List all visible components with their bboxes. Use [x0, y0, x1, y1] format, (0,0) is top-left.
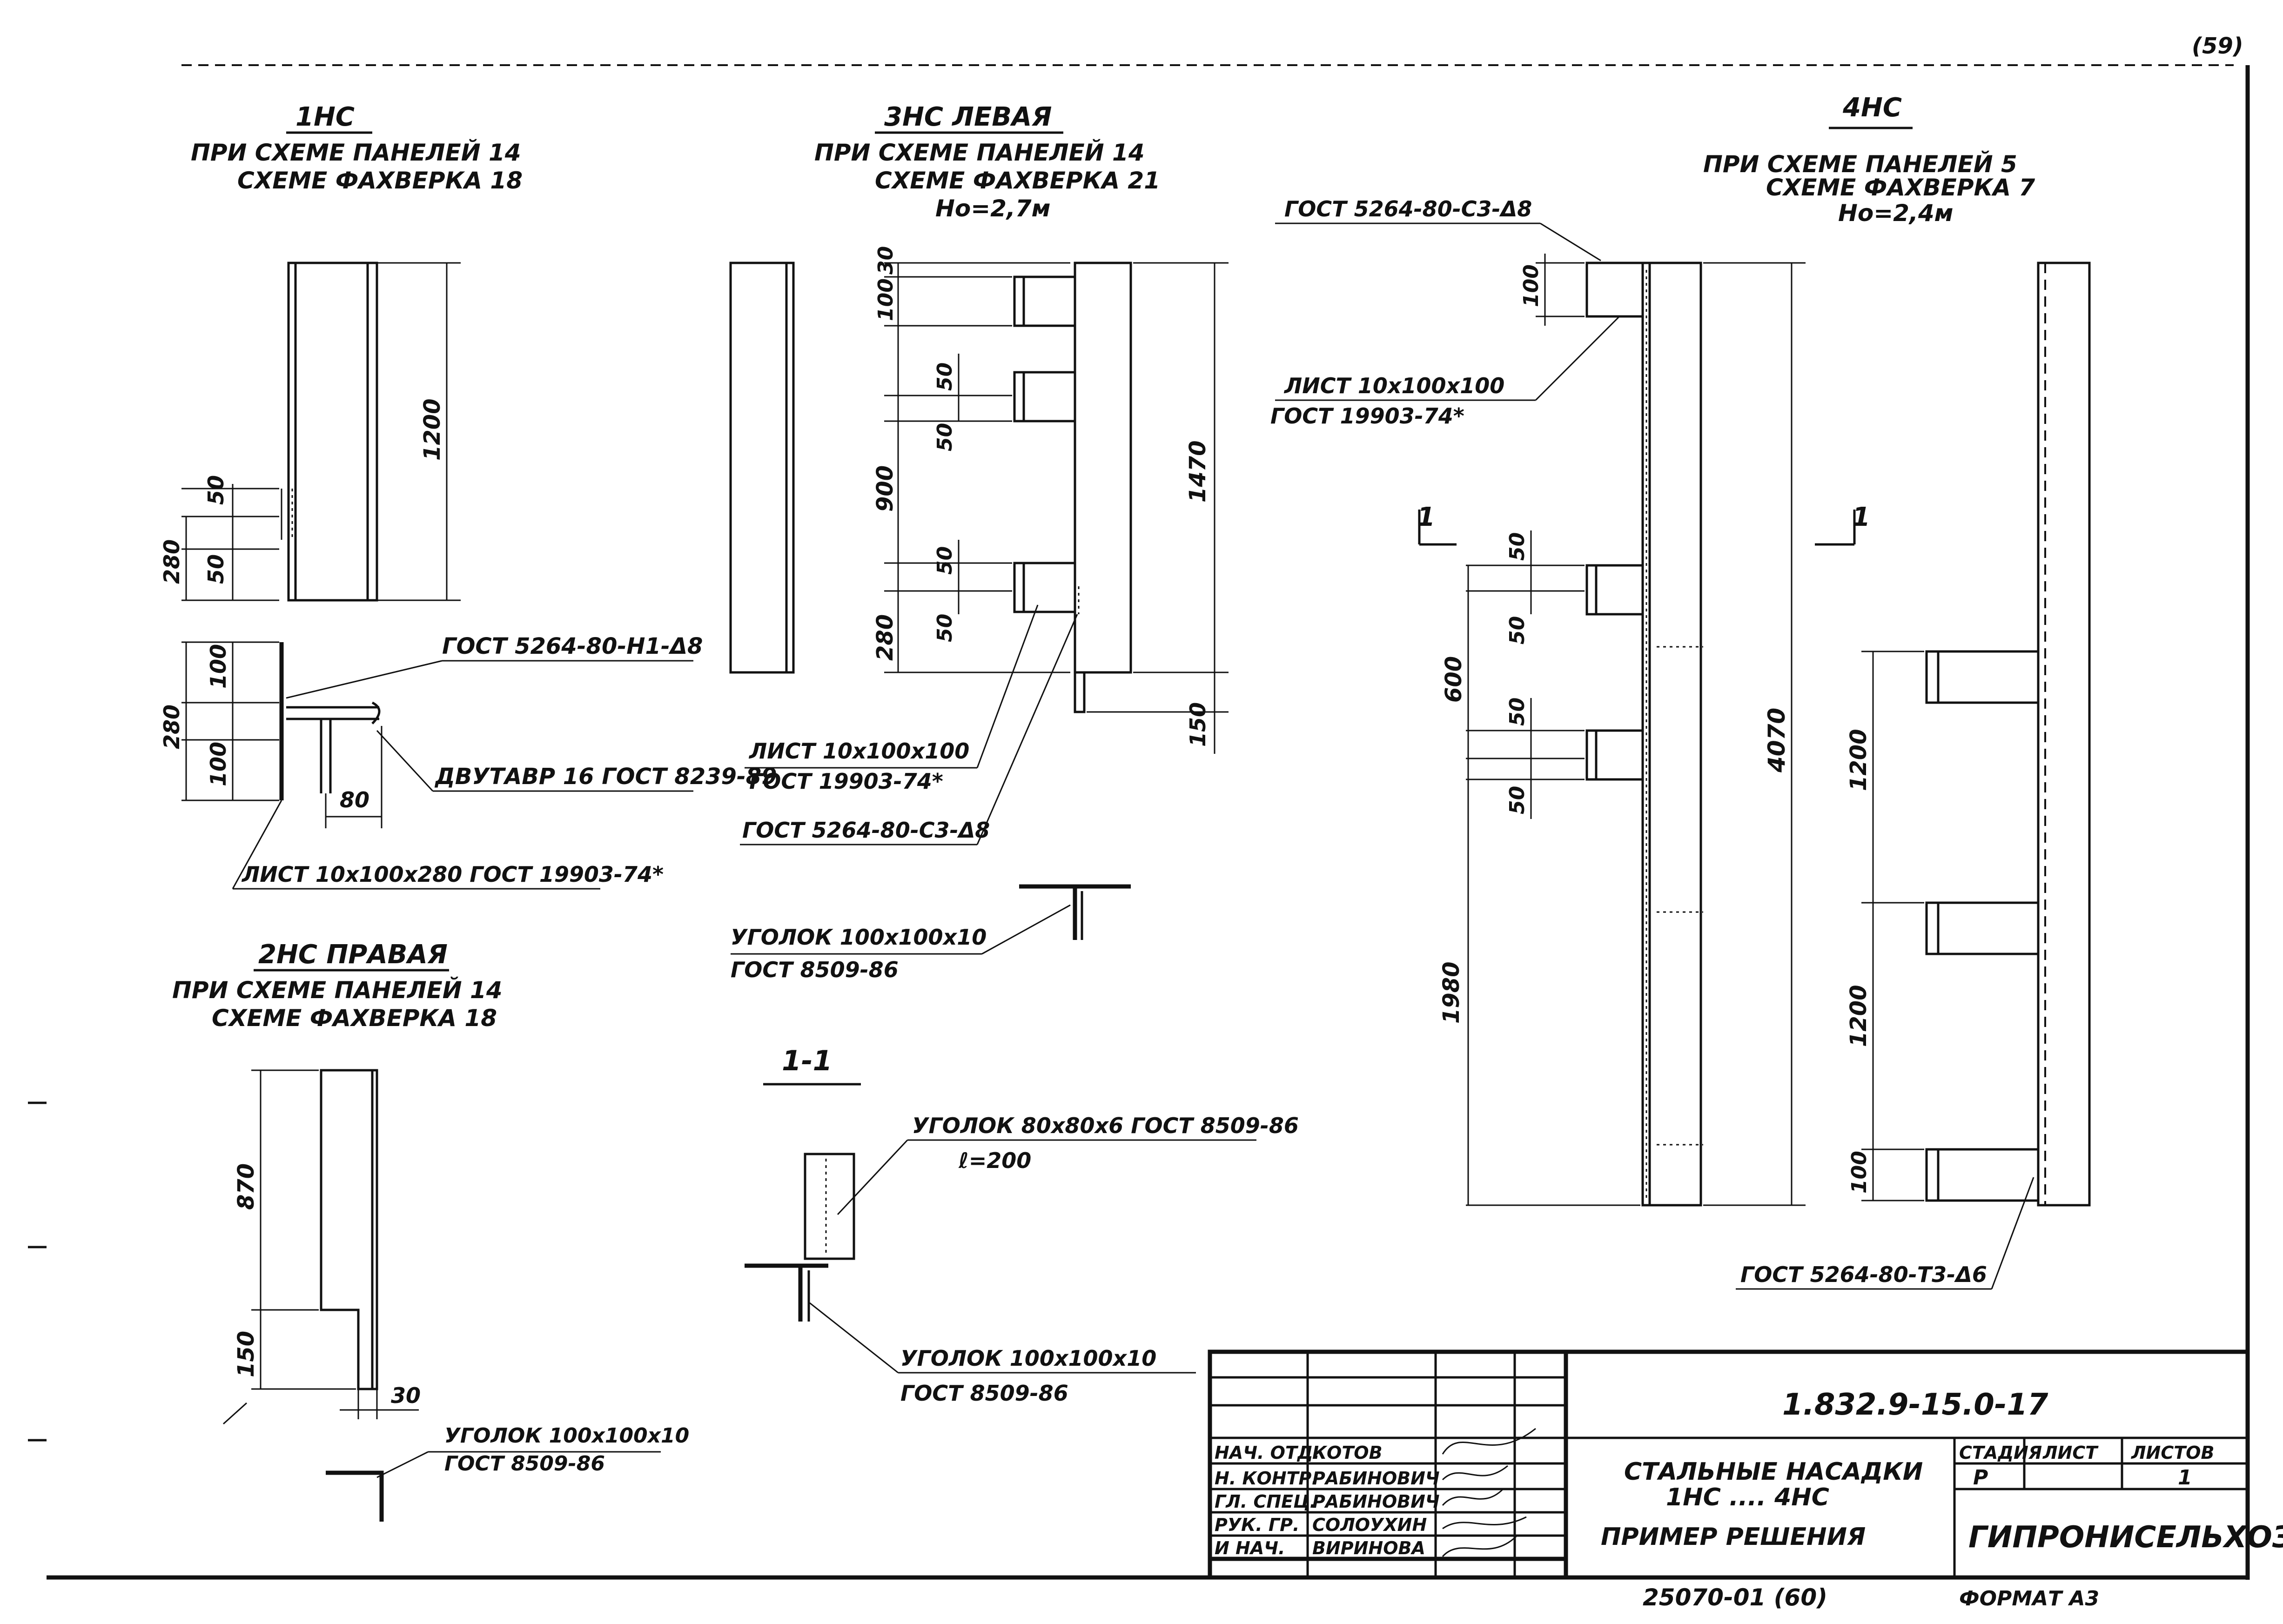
nc3-dim-50b: 50: [933, 423, 957, 451]
title-role-2: Н. КОНТР.: [1215, 1468, 1318, 1489]
title-block: 1.832.9-15.0-17 НАЧ. ОТД. КОТОВ Н. КОНТР…: [1208, 1349, 2283, 1580]
title-role-5: И НАЧ.: [1215, 1538, 1285, 1558]
title-block-name-line2: 1НС .... 4НС: [1666, 1483, 1829, 1511]
title-name-1: КОТОВ: [1312, 1443, 1383, 1463]
nc3-caption-line1: ПРИ СХЕМЕ ПАНЕЛЕЙ 14: [814, 139, 1145, 166]
section11-angle100-label1: УГОЛОК 100х100х10: [900, 1346, 1156, 1371]
nc4-dim-4070: 4070: [1763, 708, 1790, 773]
nc4-caption-line1: ПРИ СХЕМЕ ПАНЕЛЕЙ 5: [1703, 150, 2017, 178]
stage-header: СТАДИЯ: [1959, 1443, 2042, 1463]
nc1-beam-label: ДВУТАВР 16 ГОСТ 8239-89: [434, 764, 777, 790]
nc3-dim-280: 280: [872, 614, 898, 661]
nc3-plate-label2: ГОСТ 19903-74*: [749, 769, 943, 794]
nc1-caption-line1: ПРИ СХЕМЕ ПАНЕЛЕЙ 14: [191, 139, 521, 166]
nc4-side-dim-100: 100: [1847, 1151, 1871, 1194]
nc3-dim-50d: 50: [933, 614, 957, 642]
title-name-5: ВИРИНОВА: [1312, 1538, 1425, 1558]
view-3nc: 3НС ЛЕВАЯ ПРИ СХЕМЕ ПАНЕЛЕЙ 14 СХЕМЕ ФАХ…: [729, 102, 1229, 982]
title-role-3: ГЛ. СПЕЦ.: [1215, 1491, 1316, 1512]
nc1-plate-label: ЛИСТ 10х100х280 ГОСТ 19903-74*: [241, 862, 664, 887]
nc1-sec-dim-280: 280: [159, 705, 184, 749]
organization: ГИПРОНИСЕЛЬХОЗ: [1968, 1520, 2283, 1555]
nc3-dim-150: 150: [1185, 702, 1210, 747]
nc3-dim-100: 100: [874, 278, 898, 321]
footer-inventory: 25070-01 (60): [1643, 1584, 1827, 1611]
nc3-dim-900: 900: [872, 465, 898, 512]
nc3-title: 3НС ЛЕВАЯ: [884, 102, 1052, 132]
nc4-caption-line3: Но=2,4м: [1838, 200, 1954, 227]
nc1-dim-1200: 1200: [419, 398, 445, 461]
title-block-name-line1: СТАЛЬНЫЕ НАСАДКИ: [1624, 1458, 1923, 1486]
nc1-dim-280: 280: [159, 539, 184, 584]
nc4-cut-mark-left: 1: [1417, 502, 1435, 532]
nc3-angle-label1: УГОЛОК 100х100х10: [731, 925, 987, 950]
nc4-weld-bottom-label: ГОСТ 5264-80-Т3-Δ6: [1740, 1262, 1987, 1287]
footer: 25070-01 (60) ФОРМАТ А3: [1643, 1584, 2099, 1611]
nc4-weld-top-label: ГОСТ 5264-80-С3-Δ8: [1284, 196, 1532, 221]
nc2-title: 2НС ПРАВАЯ: [258, 940, 448, 970]
nc3-dim-30: 30: [874, 246, 898, 275]
title-block-doc-code: 1.832.9-15.0-17: [1782, 1388, 2048, 1422]
nc4-caption-line2: СХЕМЕ ФАХВЕРКА 7: [1766, 174, 2035, 201]
nc1-title: 1НС: [295, 102, 355, 132]
sheets-value: 1: [2178, 1466, 2192, 1490]
title-name-4: СОЛОУХИН: [1312, 1515, 1427, 1535]
nc4-dim-600: 600: [1441, 656, 1467, 703]
nc4-cut-mark-right: 1: [1852, 502, 1870, 532]
nc4-plate-label2: ГОСТ 19903-74*: [1270, 403, 1464, 429]
nc4-dim-50b: 50: [1505, 616, 1529, 644]
title-role-1: НАЧ. ОТД.: [1215, 1443, 1320, 1463]
title-name-2: РАБИНОВИЧ: [1312, 1468, 1440, 1489]
sheet-number-corner: (59): [2192, 33, 2243, 59]
nc3-dim-50c: 50: [933, 546, 957, 575]
nc4-dim-100: 100: [1519, 264, 1543, 307]
nc2-dim-30: 30: [391, 1383, 421, 1408]
nc3-dim-50a: 50: [933, 362, 957, 391]
nc4-title: 4НС: [1842, 93, 1902, 123]
nc3-caption-line2: СХЕМЕ ФАХВЕРКА 21: [875, 167, 1160, 194]
nc1-sec-dim-80: 80: [340, 787, 369, 812]
nc2-angle-label2: ГОСТ 8509-86: [444, 1452, 605, 1476]
footer-format: ФОРМАТ А3: [1959, 1587, 2099, 1611]
section11-angle100-label2: ГОСТ 8509-86: [900, 1381, 1068, 1406]
nc2-dim-150: 150: [233, 1331, 259, 1377]
nc1-caption-line2: СХЕМЕ ФАХВЕРКА 18: [237, 167, 523, 194]
nc3-caption-line3: Но=2,7м: [935, 195, 1051, 222]
nc2-angle-label1: УГОЛОК 100х100х10: [444, 1424, 689, 1448]
nc1-sec-dim-100a: 100: [206, 644, 231, 689]
nc3-dim-1470: 1470: [1185, 440, 1211, 503]
nc4-side-dim-1200b: 1200: [1846, 985, 1872, 1047]
nc2-caption-line1: ПРИ СХЕМЕ ПАНЕЛЕЙ 14: [172, 976, 503, 1004]
nc4-dim-50c: 50: [1505, 698, 1529, 726]
sheet-header: ЛИСТ: [2042, 1443, 2099, 1463]
nc2-dim-870: 870: [233, 1163, 259, 1210]
stage-value: Р: [1973, 1466, 1988, 1490]
nc4-dim-1980: 1980: [1438, 961, 1464, 1024]
view-1nc: 1НС ПРИ СХЕМЕ ПАНЕЛЕЙ 14 СХЕМЕ ФАХВЕРКА …: [159, 102, 777, 890]
view-2nc: 2НС ПРАВАЯ ПРИ СХЕМЕ ПАНЕЛЕЙ 14 СХЕМЕ ФА…: [172, 940, 689, 1522]
nc4-side-dim-1200a: 1200: [1846, 729, 1872, 791]
nc1-dim-50a: 50: [203, 475, 228, 505]
nc3-weld-label: ГОСТ 5264-80-С3-Δ8: [742, 818, 990, 843]
view-4nc: 4НС ПРИ СХЕМЕ ПАНЕЛЕЙ 5 СХЕМЕ ФАХВЕРКА 7…: [1270, 93, 2091, 1290]
section11-angle80-label2: ℓ=200: [958, 1148, 1031, 1173]
nc2-caption-line2: СХЕМЕ ФАХВЕРКА 18: [212, 1005, 497, 1032]
title-block-name-line3: ПРИМЕР РЕШЕНИЯ: [1601, 1523, 1866, 1551]
nc4-plate-label1: ЛИСТ 10х100х100: [1283, 373, 1504, 398]
nc1-dim-50b: 50: [203, 554, 228, 584]
nc4-dim-50d: 50: [1505, 786, 1529, 814]
section11-title: 1-1: [782, 1045, 832, 1077]
nc4-dim-50a: 50: [1505, 532, 1529, 561]
nc1-weld-label: ГОСТ 5264-80-Н1-Δ8: [442, 633, 703, 659]
nc1-sec-dim-100b: 100: [206, 742, 231, 786]
sheets-header: ЛИСТОВ: [2131, 1443, 2214, 1463]
section11-angle80-label1: УГОЛОК 80х80х6 ГОСТ 8509-86: [912, 1113, 1299, 1138]
nc3-plate-label1: ЛИСТ 10х100х100: [748, 738, 969, 764]
nc3-angle-label2: ГОСТ 8509-86: [731, 957, 899, 982]
title-role-4: РУК. ГР.: [1215, 1515, 1299, 1535]
signature-scribbles: [1442, 1428, 1536, 1557]
title-name-3: РАБИНОВИЧ: [1312, 1491, 1440, 1512]
section-1-1: 1-1 УГОЛОК 80х80х6 ГОСТ 8509-86 ℓ=200 УГ…: [745, 1045, 1299, 1406]
